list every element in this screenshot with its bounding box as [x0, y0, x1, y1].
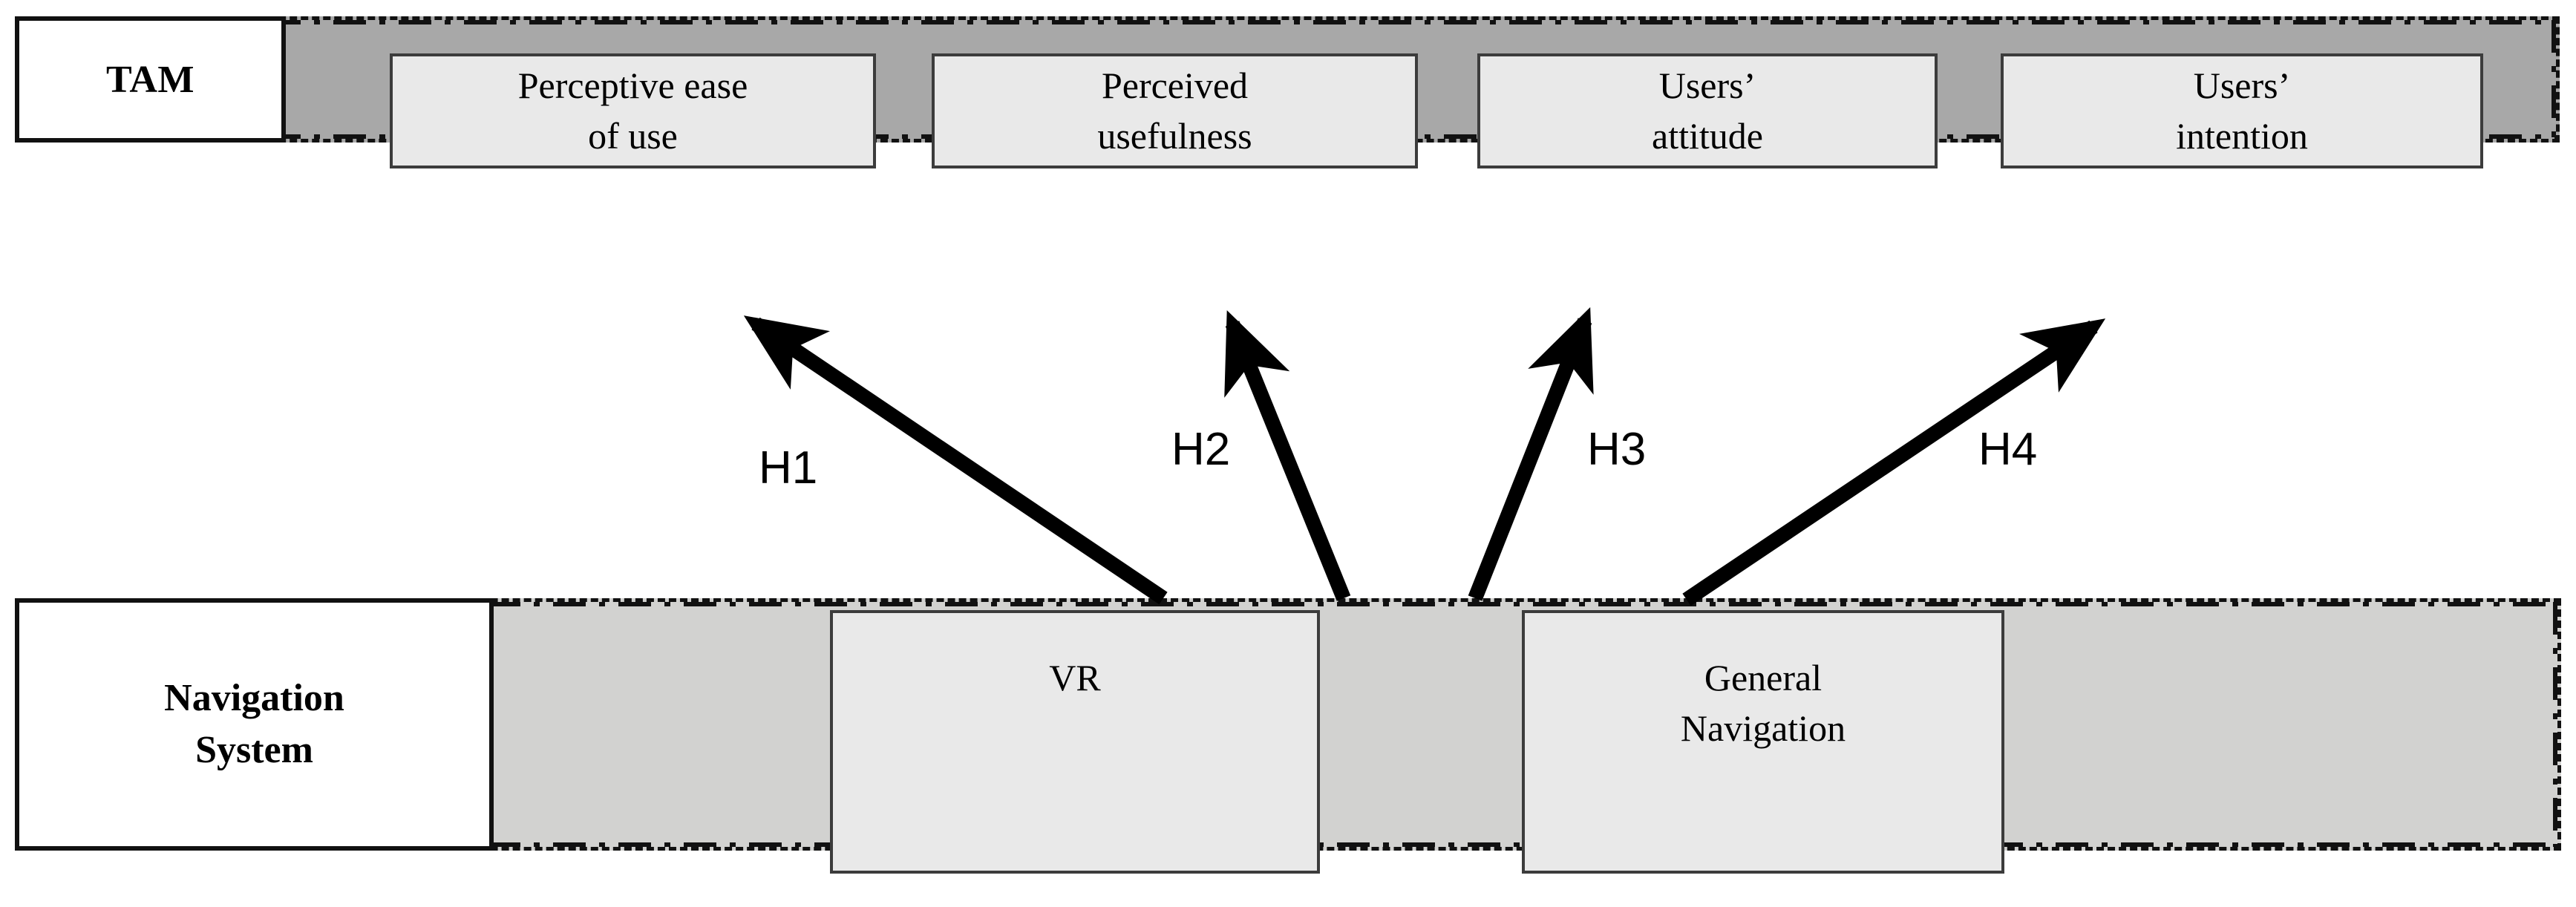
construct-vr-label: VR: [1049, 657, 1101, 698]
construct-users-intention[interactable]: Users’intention: [2001, 53, 2483, 168]
hypothesis-label-h3: H3: [1587, 424, 1647, 475]
construct-vr[interactable]: VR: [830, 610, 1320, 874]
tam-group-label-box: TAM: [15, 16, 286, 143]
arrow-h2: [1224, 310, 1351, 601]
hypothesis-label-h2: H2: [1171, 424, 1231, 475]
arrow-h3: [1468, 307, 1594, 601]
construct-users-attitude[interactable]: Users’attitude: [1477, 53, 1938, 168]
navigation-band-dashdot-border: [226, 602, 2557, 847]
tam-group-label-text: TAM: [106, 58, 194, 101]
navigation-band: [223, 598, 2561, 851]
construct-users-attitude-label: Users’attitude: [1652, 65, 1763, 157]
hypothesis-label-h4: H4: [1978, 424, 2038, 475]
hypothesis-label-h1: H1: [759, 442, 818, 494]
construct-users-intention-label: Users’intention: [2176, 65, 2308, 157]
